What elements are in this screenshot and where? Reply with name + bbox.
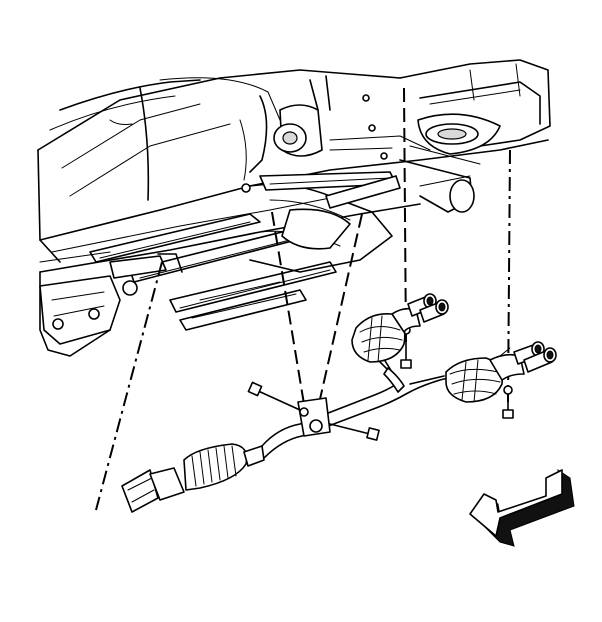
bolt-rear-right (502, 385, 514, 419)
center-hanger-line-b (317, 213, 363, 409)
muffler-left (351, 293, 449, 363)
bolt-right (329, 423, 380, 441)
left-rear-bolt-line (403, 87, 407, 347)
muffler-right (445, 341, 557, 403)
front-catalytic-converter (121, 443, 265, 513)
hanger-bracket (297, 397, 331, 437)
mounting-bolts (247, 325, 514, 441)
intermediate-pipe (261, 351, 457, 459)
bolt-left (247, 381, 301, 411)
tailpipe-tips-left (407, 293, 449, 323)
exhaust-system (121, 293, 557, 513)
direction-arrow-icon (469, 468, 575, 547)
front-hanger-line (95, 261, 163, 511)
tailpipe-tips-right (513, 341, 557, 373)
center-hanger-line-a (271, 211, 305, 405)
vehicle-underbody (37, 59, 551, 357)
